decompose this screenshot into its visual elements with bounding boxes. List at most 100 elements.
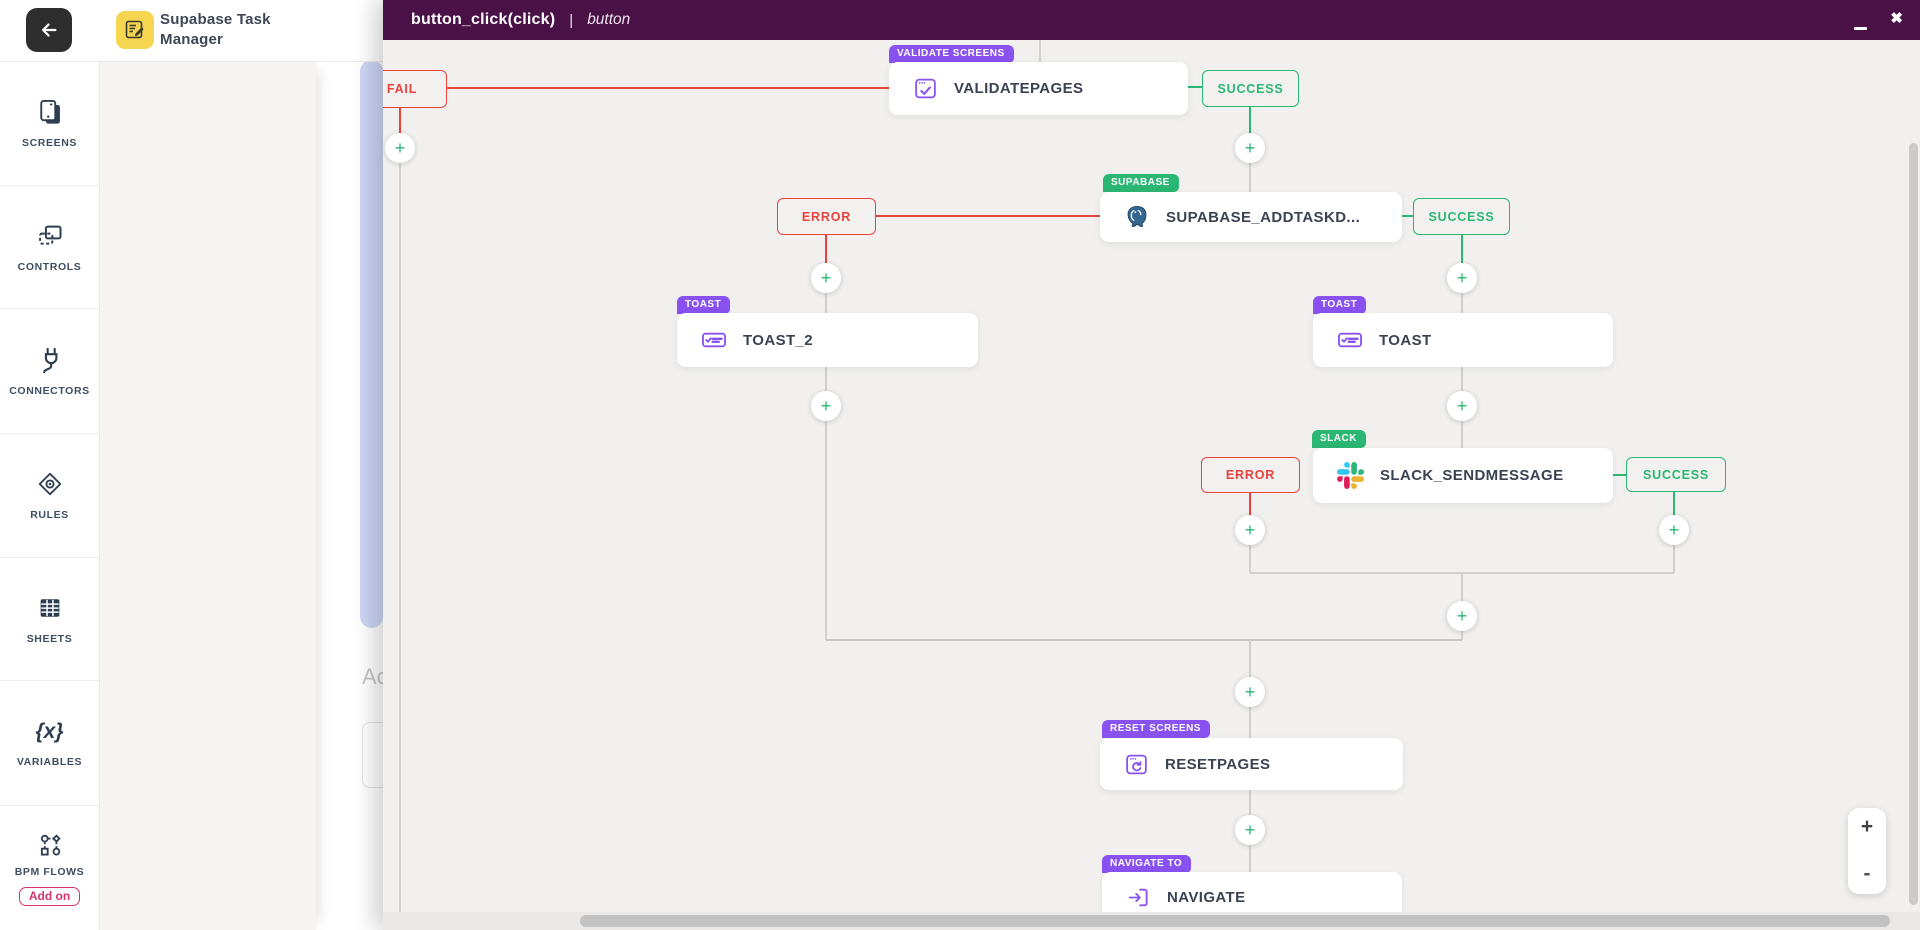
- connector-line: [1461, 421, 1463, 448]
- node-label: VALIDATEPAGES: [954, 80, 1084, 97]
- connector-line-success: [1249, 107, 1251, 134]
- sidebar-item-label: CONNECTORS: [9, 384, 90, 397]
- sidebar-item-variables[interactable]: {x} VARIABLES: [0, 681, 99, 806]
- node-badge: SUPABASE: [1103, 174, 1179, 192]
- node-badge: VALIDATE SCREENS: [889, 45, 1014, 63]
- add-step-button[interactable]: +: [1235, 515, 1265, 545]
- addon-badge: Add on: [18, 886, 81, 906]
- sidebar-item-label: SCREENS: [22, 137, 77, 149]
- app-logo-icon: [116, 11, 154, 49]
- connector-line: [825, 293, 827, 313]
- sidebar-item-label: RULES: [30, 509, 69, 521]
- add-step-button[interactable]: +: [1659, 515, 1689, 545]
- connector-line: [1249, 545, 1251, 573]
- editor-canvas-panel: [100, 62, 316, 930]
- sheets-icon: [36, 594, 64, 622]
- connector-line-success: [1613, 474, 1626, 476]
- sidebar-item-label: VARIABLES: [16, 755, 83, 768]
- minimize-button[interactable]: [1854, 27, 1867, 30]
- sidebar-item-label: CONTROLS: [17, 260, 82, 273]
- connector-line: [1461, 367, 1463, 391]
- connector-line-success: [1673, 492, 1675, 515]
- node-label: SUPABASE_ADDTASKD...: [1166, 208, 1361, 226]
- node-toast[interactable]: TOAST: [1313, 313, 1613, 367]
- connector-line-success: [1461, 235, 1463, 263]
- success-port-validate: SUCCESS: [1202, 70, 1299, 107]
- node-resetpages[interactable]: RESETPAGES: [1100, 738, 1403, 790]
- flow-subtitle: button: [587, 11, 631, 28]
- zoom-in-button[interactable]: +: [1860, 815, 1874, 838]
- app-header: Supabase Task Manager: [0, 0, 383, 62]
- success-port-slack: SUCCESS: [1626, 457, 1726, 492]
- flow-editor-modal: button_click(click) | button ✖: [383, 0, 1920, 930]
- node-label: TOAST_2: [743, 331, 814, 349]
- connector-line: [825, 421, 827, 640]
- supabase-postgres-icon: [1124, 204, 1150, 230]
- add-step-button[interactable]: +: [1447, 391, 1477, 421]
- connector-line-error: [825, 235, 827, 263]
- connector-line: [1249, 707, 1251, 738]
- node-label: RESETPAGES: [1165, 755, 1271, 773]
- page-scrollbar-thumb[interactable]: [360, 60, 383, 628]
- error-port-supabase: ERROR: [777, 198, 876, 235]
- add-step-button[interactable]: +: [1235, 133, 1265, 163]
- add-step-button[interactable]: +: [1447, 601, 1477, 631]
- connector-line: [1249, 640, 1251, 677]
- connector-line: [1249, 845, 1251, 872]
- node-slack-sendmessage[interactable]: SLACK_SENDMESSAGE: [1313, 448, 1613, 503]
- fail-port: FAIL: [383, 70, 447, 108]
- vertical-scrollbar-thumb[interactable]: [1909, 143, 1918, 905]
- zoom-controls: + -: [1848, 808, 1886, 894]
- flow-canvas[interactable]: FAIL SUCCESS ERROR SUCCESS ERROR SUCCESS…: [383, 40, 1920, 930]
- connector-line-fail: [399, 108, 401, 133]
- connector-line: [1461, 293, 1463, 313]
- connector-line: [1461, 573, 1463, 601]
- add-step-button[interactable]: +: [385, 133, 415, 163]
- toast-icon: [1337, 327, 1363, 353]
- add-step-button[interactable]: +: [1235, 815, 1265, 845]
- app-title: Supabase Task Manager: [160, 11, 271, 48]
- connector-line-error: [876, 215, 1100, 217]
- node-badge: SLACK: [1312, 430, 1366, 448]
- node-supabase-addtask[interactable]: SUPABASE_ADDTASKD...: [1100, 192, 1402, 242]
- add-step-button[interactable]: +: [811, 263, 841, 293]
- zoom-out-button[interactable]: -: [1863, 862, 1871, 885]
- toast-icon: [701, 327, 727, 353]
- connector-line-success: [1402, 215, 1413, 217]
- rules-icon: [36, 470, 64, 498]
- connector-line: [1250, 572, 1674, 574]
- connector-line: [826, 639, 1462, 641]
- sidebar-item-rules[interactable]: RULES: [0, 434, 99, 558]
- horizontal-scrollbar-thumb[interactable]: [580, 915, 1890, 927]
- error-port-slack: ERROR: [1201, 457, 1300, 493]
- add-step-button[interactable]: +: [811, 391, 841, 421]
- connector-line-fail: [447, 87, 889, 89]
- sidebar-item-bpm-flows[interactable]: BPM FLOWS Add on: [0, 806, 99, 930]
- sidebar-item-label: BPM FLOWS: [14, 865, 85, 878]
- sidebar-item-connectors[interactable]: CONNECTORS: [0, 309, 99, 434]
- node-badge: TOAST: [677, 296, 731, 314]
- add-step-button[interactable]: +: [1235, 677, 1265, 707]
- node-validatepages[interactable]: VALIDATEPAGES: [889, 62, 1188, 115]
- sidebar: SCREENS CONTROLS CONNECTORS RULES SHEETS…: [0, 0, 100, 930]
- connectors-icon: [36, 346, 64, 374]
- sidebar-item-controls[interactable]: CONTROLS: [0, 186, 99, 309]
- connector-line: [1461, 631, 1463, 640]
- connector-line: [825, 367, 827, 391]
- slack-icon: [1337, 462, 1364, 489]
- controls-icon: [36, 222, 64, 250]
- reset-screens-icon: [1124, 752, 1149, 777]
- add-step-button[interactable]: +: [1447, 263, 1477, 293]
- modal-header: button_click(click) | button ✖: [383, 0, 1920, 40]
- validate-screens-icon: [913, 76, 938, 101]
- back-button[interactable]: [26, 8, 72, 52]
- node-badge: RESET SCREENS: [1102, 720, 1210, 738]
- flow-title: button_click(click): [411, 11, 556, 28]
- sidebar-item-screens[interactable]: SCREENS: [0, 62, 99, 186]
- close-button[interactable]: ✖: [1890, 10, 1903, 27]
- connector-line: [1249, 790, 1251, 815]
- sidebar-item-sheets[interactable]: SHEETS: [0, 558, 99, 681]
- node-label: NAVIGATE: [1167, 888, 1246, 906]
- node-toast-2[interactable]: TOAST_2: [677, 313, 978, 367]
- arrow-left-icon: [38, 19, 60, 41]
